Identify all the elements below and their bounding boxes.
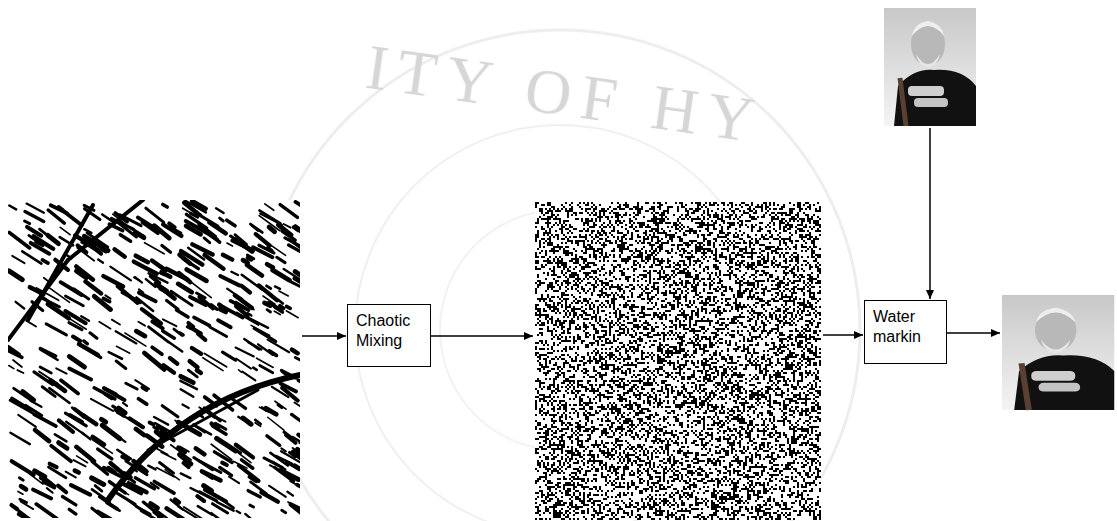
watermarked-portrait <box>1002 295 1114 410</box>
flow-arrow <box>431 335 533 337</box>
seal-watermark-text: ITY OF HY <box>362 30 769 159</box>
seal-ring <box>260 30 860 521</box>
process-box: Chaotic Mixing <box>347 304 431 367</box>
box-label: Water markin <box>873 307 938 347</box>
flow-arrow <box>302 335 346 337</box>
host-portrait <box>884 8 976 126</box>
flow-arrow <box>823 334 863 336</box>
flow-arrow <box>947 332 1000 334</box>
flow-arrow <box>929 128 931 299</box>
box-label: Chaotic Mixing <box>356 311 422 351</box>
binary-watermark-image <box>8 200 300 518</box>
scrambled-watermark-image <box>535 202 821 520</box>
process-box: Water markin <box>864 300 947 364</box>
